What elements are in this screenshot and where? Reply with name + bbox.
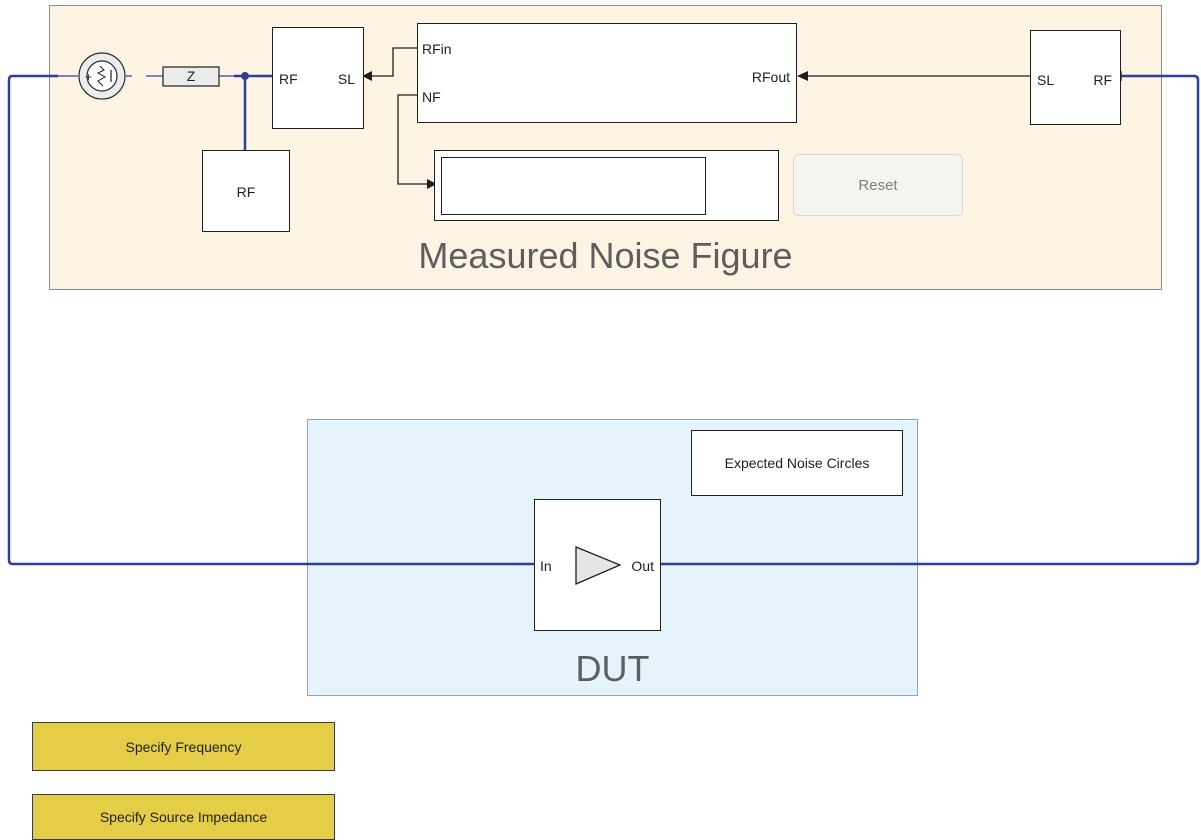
reset-button[interactable]: Reset <box>793 154 963 216</box>
sink-block[interactable]: SL RF <box>1030 30 1121 125</box>
rf-junction-dot <box>241 72 249 80</box>
rf-wire-left-loop <box>7 74 534 566</box>
measured-area-title: Measured Noise Figure <box>418 235 793 276</box>
noise-meter-port-rfin: RFin <box>422 41 452 57</box>
amplifier-triangle-icon <box>575 546 621 585</box>
noise-meter-block[interactable]: RFin NF RFout <box>417 23 797 123</box>
ground-port-rf: RF <box>236 184 256 200</box>
signal-nf-to-display <box>397 94 428 185</box>
noise-source-icon: + <box>78 52 126 100</box>
specify-source-impedance-button[interactable]: Specify Source Impedance <box>32 794 335 840</box>
dut-area-title: DUT <box>575 648 650 689</box>
amplifier-block[interactable]: In Out <box>534 499 661 631</box>
expected-noise-circles-block[interactable]: Expected Noise Circles <box>691 430 903 496</box>
sink-port-sl: SL <box>1037 72 1055 88</box>
amplifier-port-out: Out <box>631 558 654 574</box>
arrow-into-display <box>427 179 437 189</box>
sink-port-rf: RF <box>1093 72 1112 88</box>
signal-rfin-to-sl <box>370 47 417 77</box>
arrow-into-rfout <box>797 71 808 81</box>
noise-meter-port-rfout: RFout <box>751 69 790 85</box>
rf-ground-block[interactable]: RF <box>202 150 290 232</box>
noise-meter-port-nf: NF <box>422 89 441 105</box>
svg-text:+: + <box>85 70 92 84</box>
specify-frequency-button[interactable]: Specify Frequency <box>32 722 335 771</box>
source-port-sl: SL <box>337 71 355 87</box>
nf-display-block[interactable] <box>434 150 779 221</box>
impedance-label: Z <box>186 68 196 84</box>
source-port-rf: RF <box>279 71 298 87</box>
source-block[interactable]: RF SL <box>272 27 364 129</box>
amplifier-port-in: In <box>540 558 552 574</box>
impedance-block <box>162 66 220 87</box>
rf-wire-right-loop <box>661 74 1200 566</box>
arrow-into-sl <box>362 71 372 81</box>
nf-display-value <box>441 157 706 215</box>
